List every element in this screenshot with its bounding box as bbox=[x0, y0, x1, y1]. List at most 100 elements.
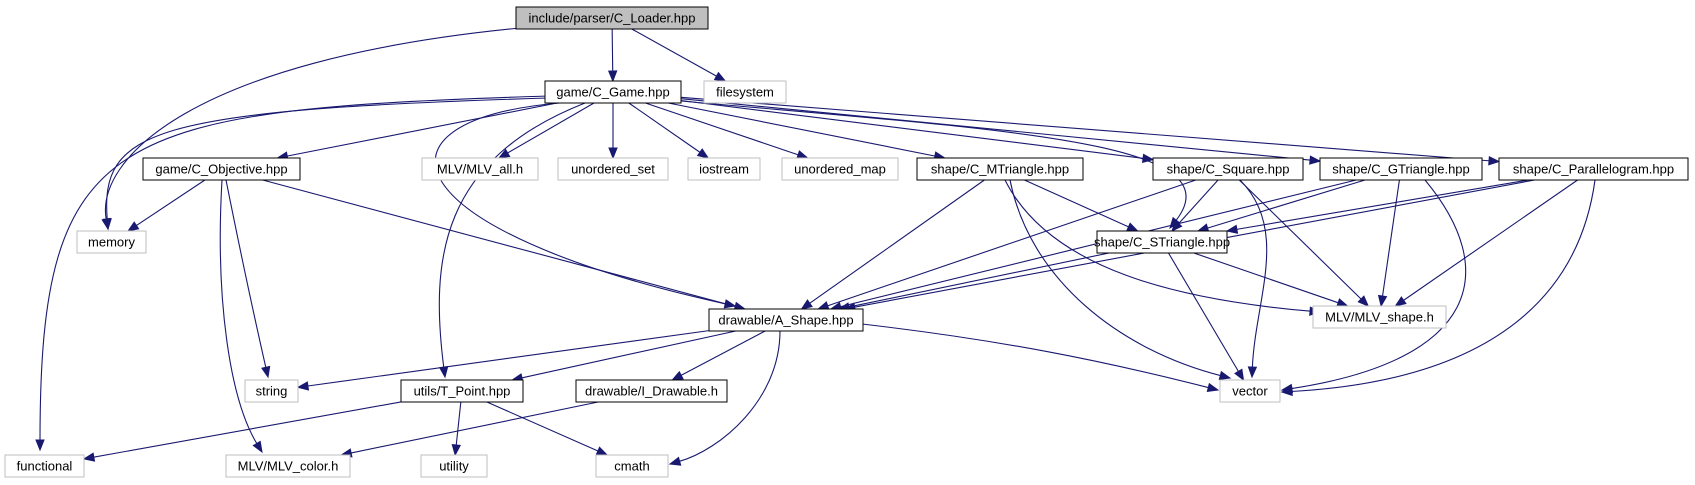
edge-line bbox=[826, 179, 1196, 307]
edge-line bbox=[680, 99, 1145, 160]
edge-arrowhead bbox=[668, 456, 682, 466]
edge-line bbox=[678, 330, 781, 463]
node-box bbox=[595, 454, 669, 478]
edge-arrowhead bbox=[1336, 298, 1349, 308]
node-stri[interactable]: shape/C_STriangle.hpp bbox=[1094, 230, 1230, 254]
edge-loader-to-game bbox=[607, 28, 618, 83]
edge-para-to-mlvshape bbox=[1394, 179, 1578, 307]
node-label: filesystem bbox=[716, 85, 774, 100]
node-idrawable[interactable]: drawable/I_Drawable.h bbox=[575, 379, 728, 403]
edge-ashape-to-vector bbox=[861, 323, 1220, 393]
node-box bbox=[420, 454, 488, 478]
edge-ashape-to-cmath bbox=[668, 330, 781, 466]
edge-line bbox=[506, 102, 595, 154]
edge-objective-to-ashape bbox=[262, 179, 747, 311]
edge-arrowhead bbox=[296, 381, 310, 391]
node-label: game/C_Game.hpp bbox=[556, 85, 669, 100]
edge-line bbox=[1009, 179, 1222, 377]
edge-arrowhead bbox=[1206, 382, 1220, 393]
edge-gtri-to-vector bbox=[1280, 179, 1467, 394]
edges-layer bbox=[35, 27, 1596, 466]
edge-game-to-objective bbox=[276, 102, 558, 161]
node-mlvall: MLV/MLV_all.h bbox=[421, 157, 539, 181]
node-game[interactable]: game/C_Game.hpp bbox=[544, 80, 682, 104]
edge-game-to-tpoint bbox=[438, 102, 586, 379]
edge-line bbox=[286, 102, 558, 157]
edge-line bbox=[680, 330, 766, 377]
edge-arrowhead bbox=[126, 221, 140, 232]
edge-line bbox=[628, 102, 702, 154]
edge-arrowhead bbox=[816, 301, 830, 311]
node-label: shape/C_GTriangle.hpp bbox=[1332, 162, 1470, 177]
edge-arrowhead bbox=[1280, 386, 1293, 397]
node-uset: unordered_set bbox=[557, 157, 669, 181]
node-square[interactable]: shape/C_Square.hpp bbox=[1152, 157, 1304, 181]
node-loader[interactable]: include/parser/C_Loader.hpp bbox=[515, 6, 709, 30]
edge-line bbox=[669, 99, 1187, 222]
node-functional: functional bbox=[4, 454, 85, 478]
edge-tpoint-to-utility bbox=[451, 401, 462, 457]
edge-gtri-to-stri bbox=[1196, 179, 1366, 233]
edge-line bbox=[611, 28, 614, 73]
edge-game-to-gtri bbox=[680, 98, 1322, 165]
edge-line bbox=[1193, 252, 1340, 304]
edge-arrowhead bbox=[1394, 296, 1407, 307]
node-label: MLV/MLV_shape.h bbox=[1325, 310, 1434, 325]
edge-ashape-to-string bbox=[296, 330, 710, 391]
edge-arrowhead bbox=[1377, 294, 1388, 308]
node-label: cmath bbox=[614, 459, 649, 474]
node-gtri[interactable]: shape/C_GTriangle.hpp bbox=[1319, 157, 1483, 181]
edge-arrowhead bbox=[671, 370, 684, 381]
node-umap: unordered_map bbox=[781, 157, 899, 181]
edge-gtri-to-mlvshape bbox=[1377, 179, 1400, 308]
edge-line bbox=[520, 330, 736, 379]
edge-arrowhead bbox=[1218, 370, 1232, 381]
node-box bbox=[575, 379, 728, 403]
edge-line bbox=[92, 401, 402, 458]
edge-objective-to-string bbox=[225, 179, 271, 379]
edge-mtri-to-ashape bbox=[800, 179, 985, 310]
edge-line bbox=[861, 323, 1210, 389]
node-mtri[interactable]: shape/C_MTriangle.hpp bbox=[916, 157, 1084, 181]
node-box bbox=[421, 157, 539, 181]
edge-arrowhead bbox=[713, 71, 727, 82]
edge-para-to-vector bbox=[1280, 179, 1596, 397]
edge-objective-to-memory bbox=[126, 179, 206, 232]
node-label: shape/C_MTriangle.hpp bbox=[931, 162, 1069, 177]
edge-line bbox=[486, 401, 600, 452]
node-box bbox=[703, 80, 787, 104]
edge-arrowhead bbox=[82, 452, 96, 462]
edge-arrowhead bbox=[1488, 156, 1501, 166]
edge-line bbox=[668, 102, 936, 157]
node-label: unordered_map bbox=[794, 162, 886, 177]
edge-para-to-stri bbox=[1225, 179, 1529, 234]
node-label: vector bbox=[1232, 384, 1268, 399]
edge-stri-to-vector bbox=[1168, 252, 1245, 382]
edge-arrowhead bbox=[1234, 368, 1245, 382]
edge-ashape-to-tpoint bbox=[510, 330, 736, 383]
edge-arrowhead bbox=[1247, 366, 1258, 379]
node-box bbox=[76, 230, 147, 254]
node-box bbox=[1498, 157, 1689, 181]
edge-line bbox=[434, 102, 727, 305]
edge-line bbox=[1004, 179, 1312, 312]
node-box bbox=[781, 157, 899, 181]
edge-mtri-to-stri bbox=[1024, 179, 1139, 232]
edge-line bbox=[39, 95, 549, 442]
node-label: MLV/MLV_color.h bbox=[238, 459, 339, 474]
node-ashape[interactable]: drawable/A_Shape.hpp bbox=[708, 308, 864, 332]
edge-ashape-to-idrawable bbox=[671, 330, 766, 381]
node-para[interactable]: shape/C_Parallelogram.hpp bbox=[1498, 157, 1689, 181]
node-label: MLV/MLV_all.h bbox=[437, 162, 523, 177]
edge-game-to-iostream bbox=[628, 102, 710, 159]
node-box bbox=[1319, 157, 1483, 181]
edge-line bbox=[350, 401, 599, 454]
node-objective[interactable]: game/C_Objective.hpp bbox=[142, 157, 301, 181]
edge-line bbox=[135, 179, 206, 227]
node-string: string bbox=[244, 379, 299, 403]
edge-arrowhead bbox=[607, 70, 618, 83]
node-tpoint[interactable]: utils/T_Point.hpp bbox=[400, 379, 524, 403]
edge-game-to-para bbox=[680, 96, 1501, 166]
edge-line bbox=[455, 401, 462, 447]
